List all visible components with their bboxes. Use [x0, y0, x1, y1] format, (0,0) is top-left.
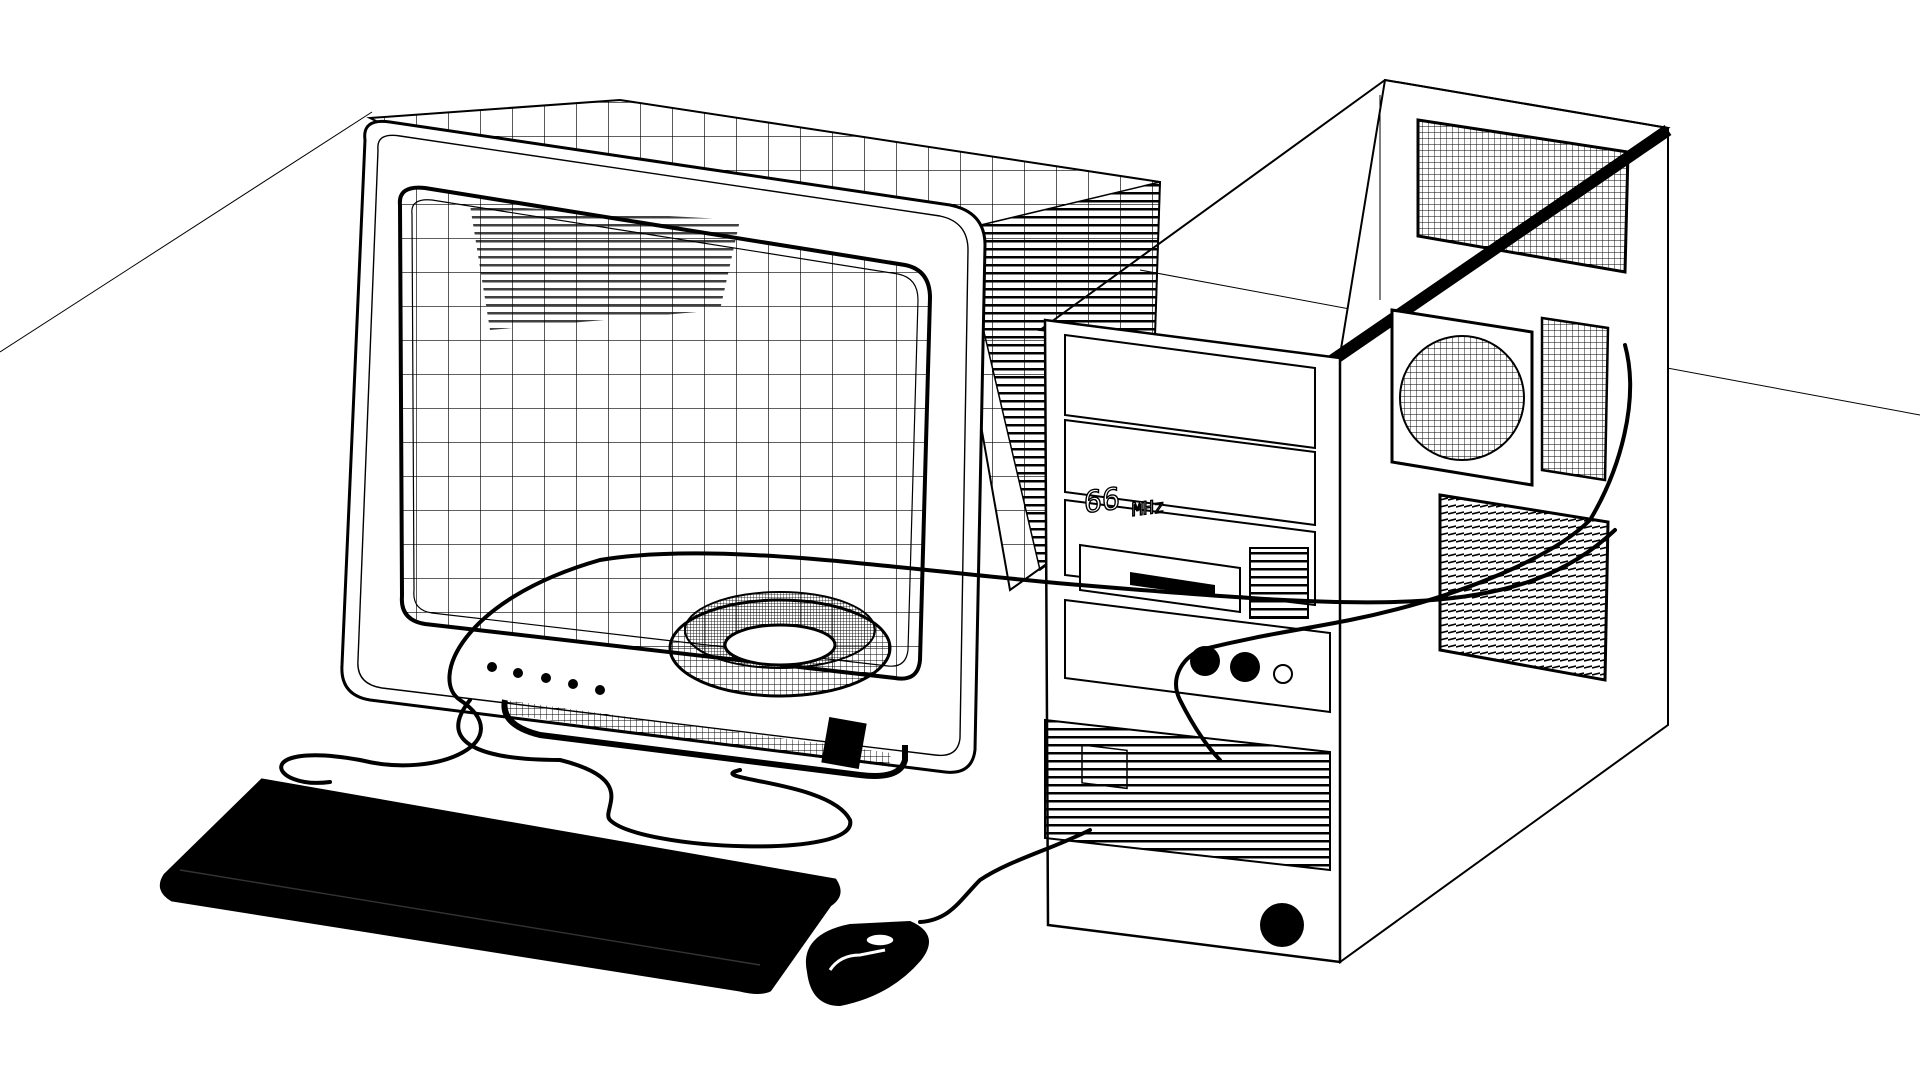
monitor-connector	[821, 717, 867, 769]
keyboard-cable	[456, 698, 853, 849]
psu-fan	[1390, 308, 1534, 487]
cable-coil	[668, 591, 892, 698]
key-lock	[1260, 903, 1304, 947]
cables	[279, 343, 1633, 924]
monitor-screen-glass-edge	[411, 199, 919, 667]
mouse	[805, 920, 929, 1007]
monitor-cable	[279, 528, 1617, 785]
mouse-cable	[918, 828, 1092, 924]
monitor-bezel-inner-edge	[357, 134, 969, 757]
rear-vent-top	[1416, 118, 1630, 274]
monitor-internal-mesh	[470, 205, 740, 330]
computer-tower: 66 MHz	[1037, 78, 1672, 964]
front-grill	[1044, 718, 1331, 872]
keyboard	[159, 778, 841, 994]
indicator-light	[1273, 664, 1293, 684]
drive-bays	[1064, 333, 1316, 607]
psu-socket	[1540, 316, 1610, 482]
crt-monitor	[340, 98, 1162, 779]
monitor-control-buttons	[487, 662, 605, 695]
monitor-stand	[501, 699, 908, 779]
speed-display-unit: MHz	[1132, 496, 1164, 521]
reset-button[interactable]	[1230, 652, 1260, 682]
power-cable	[1174, 343, 1633, 762]
speed-display-readout: 66	[1084, 482, 1120, 521]
